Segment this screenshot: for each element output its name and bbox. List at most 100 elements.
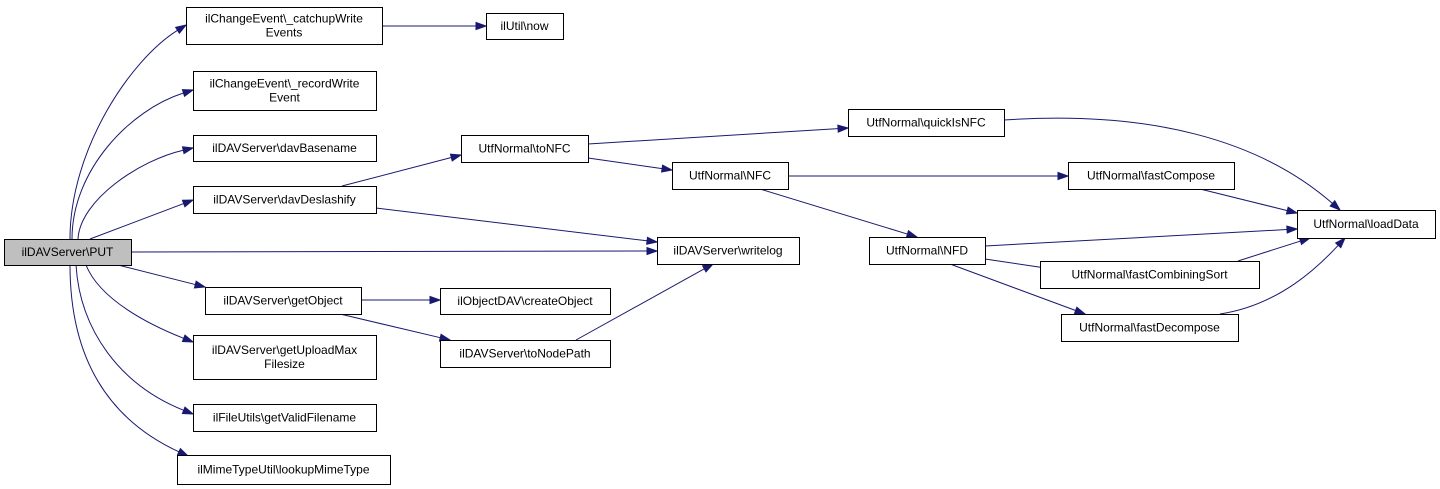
node-box [193,186,377,214]
node-nfd[interactable]: UtfNormal\NFD [869,237,986,265]
node-box [1040,261,1260,289]
node-label: UtfNormal\NFD [886,244,968,258]
edge-deslashify-to-writelog [375,207,659,245]
node-put[interactable]: ilDAVServer\PUT [4,239,132,266]
node-label: Events [266,26,303,40]
edge-fastcombining-to-loaddata [1237,237,1312,262]
arrowhead-icon [1286,225,1299,234]
node-fastcombining[interactable]: UtfNormal\fastCombiningSort [1040,261,1260,289]
node-nfc[interactable]: UtfNormal\NFC [672,162,789,190]
node-label: UtfNormal\fastDecompose [1079,321,1220,335]
edge-line [85,264,184,339]
edge-line [1219,244,1339,315]
node-box [672,162,789,190]
edge-put-to-record [71,89,195,240]
edge-tonfc-to-nfc [587,157,674,173]
edges-layer [69,21,1347,457]
edge-quickisnfc-to-loaddata [1003,117,1342,211]
node-label: UtfNormal\toNFC [478,142,570,156]
node-now[interactable]: ilUtil\now [486,13,564,40]
node-mimetype[interactable]: ilMimeTypeUtil\lookupMimeType [177,455,391,485]
node-tonfc[interactable]: UtfNormal\toNFC [461,135,589,163]
node-box [193,135,377,162]
edge-line [339,313,441,339]
node-box [186,7,383,45]
node-label: ilDAVServer\getUploadMax [212,343,357,357]
node-label: ilChangeEvent\_recordWrite [210,77,360,91]
edge-put-to-mimetype [69,264,190,457]
node-getobject[interactable]: ilDAVServer\getObject [205,287,362,315]
edge-getobject-to-createobject [361,295,442,305]
edge-line [949,263,1076,311]
edge-fastdecompose-to-loaddata [1219,236,1347,315]
arrowhead-icon [837,124,850,133]
arrowhead-icon [449,153,463,162]
edge-tonfc-to-quickisnfc [587,124,850,145]
node-fastdecompose[interactable]: UtfNormal\fastDecompose [1061,314,1239,342]
node-basename[interactable]: ilDAVServer\davBasename [193,135,377,162]
arrowhead-icon [181,199,195,208]
arrowhead-icon [1329,199,1342,211]
edge-line [77,149,184,240]
edge-line [71,92,184,240]
edge-nfd-to-loaddata [984,225,1299,247]
node-label: ilMimeTypeUtil\lookupMimeType [197,463,369,477]
edge-tonodepath-to-writelog [575,263,715,341]
node-fastcompose[interactable]: UtfNormal\fastCompose [1068,162,1235,190]
edge-line [69,29,178,240]
arrowhead-icon [181,146,195,155]
edge-line [117,264,196,286]
node-box [4,239,132,266]
arrowhead-icon [174,24,188,35]
arrowhead-icon [181,406,195,415]
node-label: ilDAVServer\davDeslashify [213,193,356,207]
node-box [193,404,377,432]
edge-put-to-basename [77,146,195,240]
edge-line [575,268,705,341]
edge-put-to-uploadmax [85,264,195,343]
node-tonodepath[interactable]: ilDAVServer\toNodePath [440,340,611,368]
node-box [461,135,589,163]
arrowhead-icon [429,295,442,305]
node-label: UtfNormal\loadData [1313,217,1419,231]
nodes-layer: ilDAVServer\PUT ilChangeEvent\_catchupWri… [4,7,1436,485]
arrowhead-icon [661,164,674,173]
node-box [177,455,391,485]
edge-catchup-to-now [382,21,488,31]
arrowhead-icon [176,447,190,457]
node-validfilename[interactable]: ilFileUtils\getValidFilename [193,404,377,432]
edge-line [341,157,452,187]
arrowhead-icon [701,263,715,273]
node-label: UtfNormal\quickIsNFC [866,116,986,130]
edge-deslashify-to-tonfc [341,153,463,187]
edge-put-to-writelog [130,246,659,256]
node-label: ilFileUtils\getValidFilename [213,411,356,425]
node-label: Filesize [264,357,305,371]
edge-line [587,128,839,145]
node-box [657,237,800,265]
node-quickisnfc[interactable]: UtfNormal\quickIsNFC [848,109,1005,137]
edge-put-to-deslashify [89,199,195,240]
arrowhead-icon [1057,171,1070,181]
edge-nfc-to-nfd [759,188,919,238]
edge-line [75,264,184,411]
node-label: ilUtil\now [500,19,548,33]
node-loaddata[interactable]: UtfNormal\loadData [1297,210,1436,239]
edge-line [375,207,648,242]
arrowhead-icon [646,246,659,256]
edge-line [984,258,1043,269]
edge-put-to-catchup [69,24,188,240]
node-deslashify[interactable]: ilDAVServer\davDeslashify [193,186,377,214]
node-label: ilDAVServer\toNodePath [459,347,590,361]
edge-line [130,250,648,253]
node-box [486,13,564,40]
node-box [440,288,611,315]
node-writelog[interactable]: ilDAVServer\writelog [657,237,800,265]
node-label: Event [269,91,300,105]
edge-nfd-to-fastdecompose [949,263,1087,315]
node-createobject[interactable]: ilObjectDAV\createObject [440,288,611,315]
